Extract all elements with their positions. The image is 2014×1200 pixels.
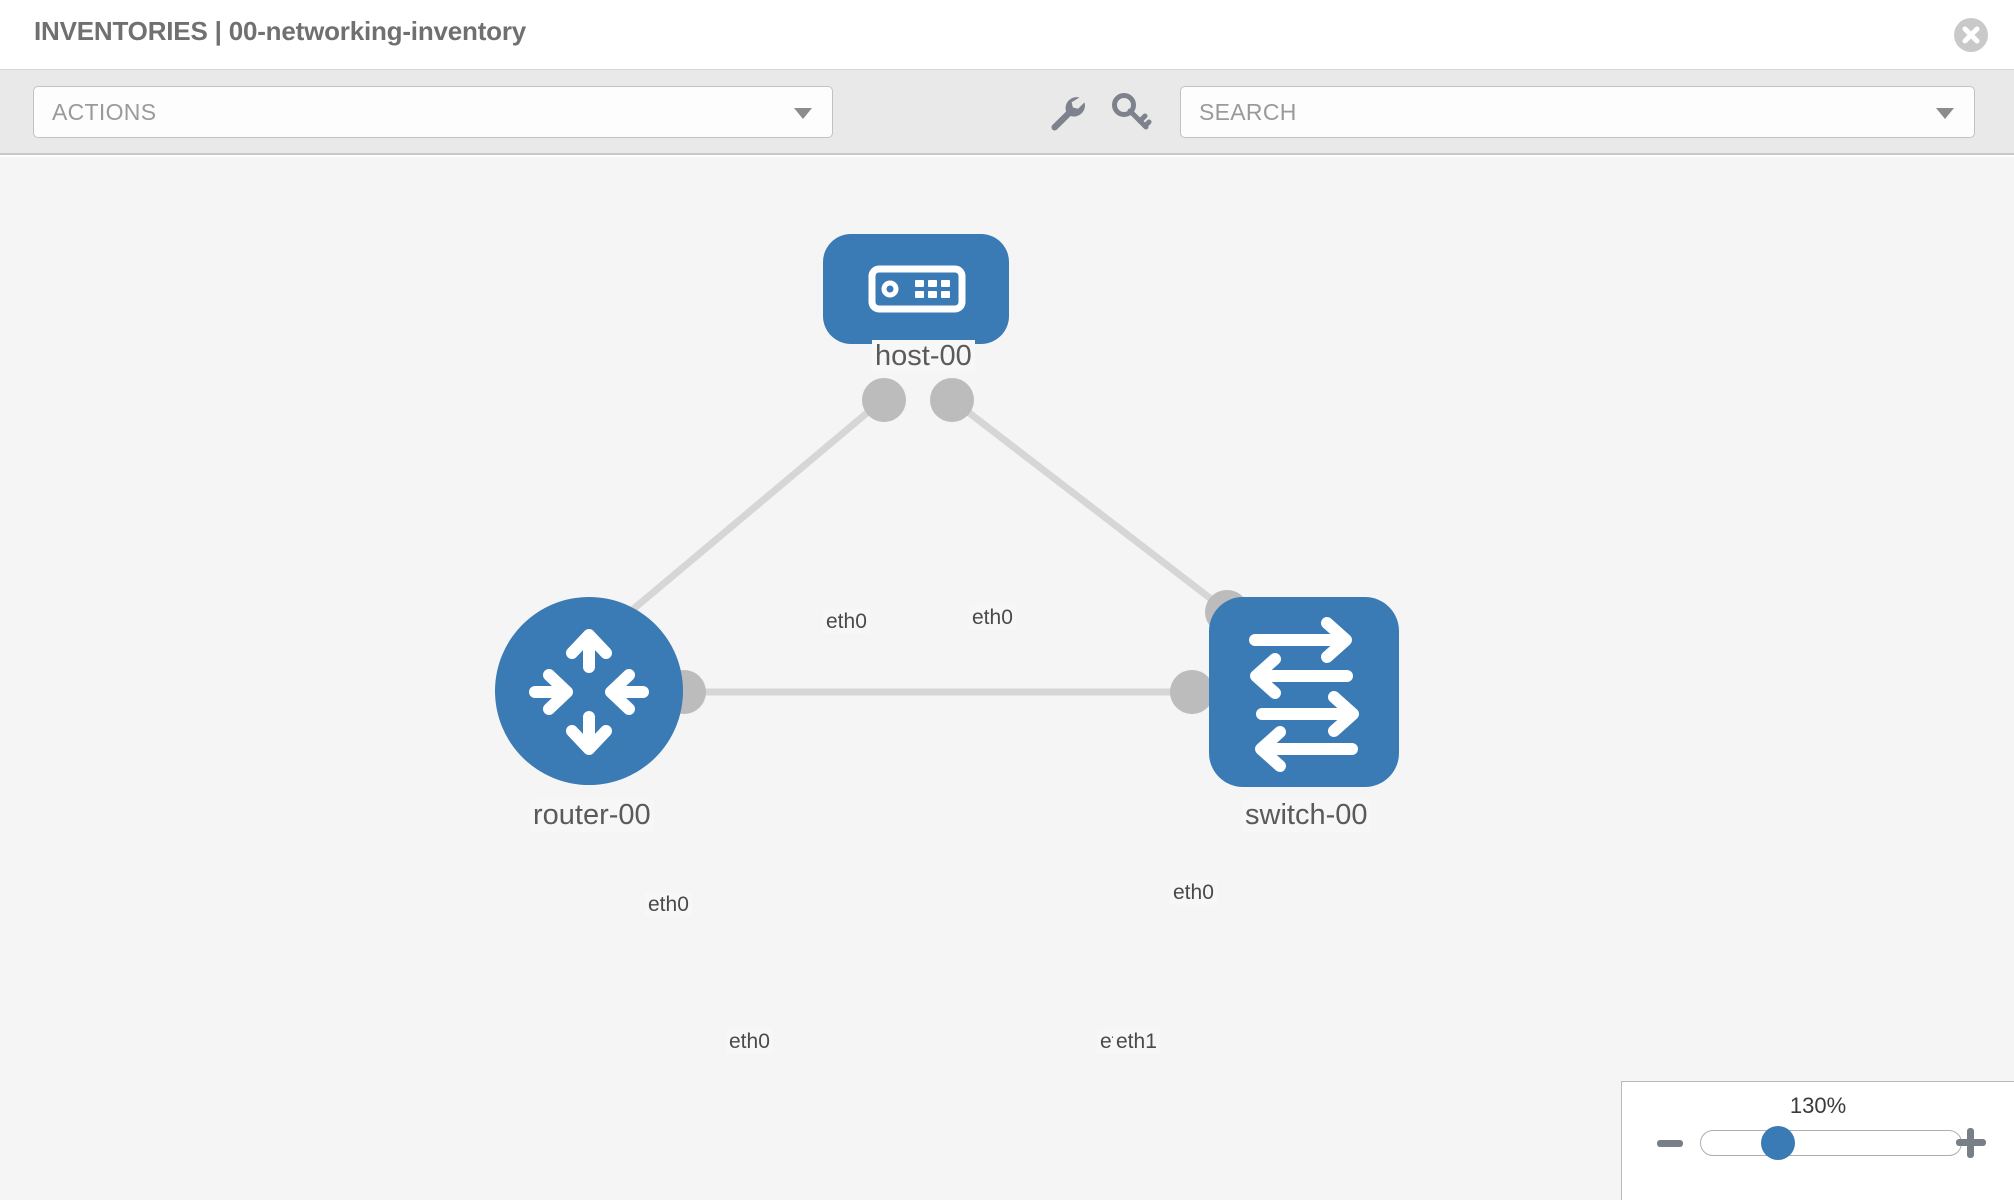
- page-title: INVENTORIES | 00-networking-inventory: [34, 16, 527, 46]
- key-icon[interactable]: [1110, 92, 1152, 132]
- zoom-percent-label: 130%: [1789, 1093, 1847, 1118]
- server-appliance-icon: [868, 265, 966, 313]
- zoom-out-button[interactable]: [1657, 1140, 1683, 1147]
- iface-label-switch00-up: eth0: [1170, 880, 1217, 905]
- node-switch-00[interactable]: [1209, 597, 1399, 787]
- endpoint-host00-right: [930, 378, 974, 422]
- endpoint-switch00-left: [1170, 670, 1214, 714]
- node-host-00[interactable]: [823, 234, 1009, 344]
- edge-endpoints-layer: [591, 378, 1249, 714]
- iface-label-router00-up: eth0: [645, 892, 692, 917]
- topology-graph: [495, 234, 1399, 787]
- actions-dropdown[interactable]: ACTIONS: [33, 86, 833, 138]
- search-placeholder: SEARCH: [1199, 99, 1297, 125]
- node-label-switch-00: switch-00: [1242, 799, 1371, 832]
- node-router-00[interactable]: [495, 597, 683, 785]
- search-input[interactable]: SEARCH: [1180, 86, 1975, 138]
- zoom-slider-thumb[interactable]: [1761, 1126, 1795, 1160]
- edges-layer: [609, 399, 1231, 696]
- iface-label-host00-left: eth0: [823, 609, 870, 634]
- wrench-icon[interactable]: [1046, 92, 1088, 132]
- zoom-slider-track[interactable]: [1700, 1130, 1962, 1156]
- zoom-in-button[interactable]: [1956, 1128, 1986, 1158]
- actions-dropdown-label: ACTIONS: [52, 99, 157, 125]
- edge-host00-switch00: [952, 399, 1231, 615]
- iface-label-host00-right: eth0: [969, 605, 1016, 630]
- node-label-router-00: router-00: [530, 799, 654, 832]
- topology-canvas[interactable]: host-00 router-00 switch-00 eth0 eth0 et…: [0, 157, 2014, 1200]
- endpoint-host00-left: [862, 378, 906, 422]
- switch-arrows-icon: [1249, 617, 1359, 772]
- zoom-control-panel: 130%: [1621, 1081, 2014, 1200]
- chevron-down-icon[interactable]: [1936, 108, 1954, 119]
- page-header: INVENTORIES | 00-networking-inventory: [0, 0, 2014, 70]
- router-arrows-icon: [529, 629, 649, 755]
- chevron-down-icon: [794, 108, 812, 119]
- edge-host00-router00: [609, 399, 883, 630]
- toolbar: ACTIONS SEARCH: [0, 70, 2014, 155]
- close-icon[interactable]: [1954, 18, 1988, 52]
- iface-label-router00-right: eth0: [726, 1029, 773, 1054]
- node-label-host-00: host-00: [872, 340, 975, 373]
- iface-label-switch00-left: eth1: [1113, 1029, 1160, 1054]
